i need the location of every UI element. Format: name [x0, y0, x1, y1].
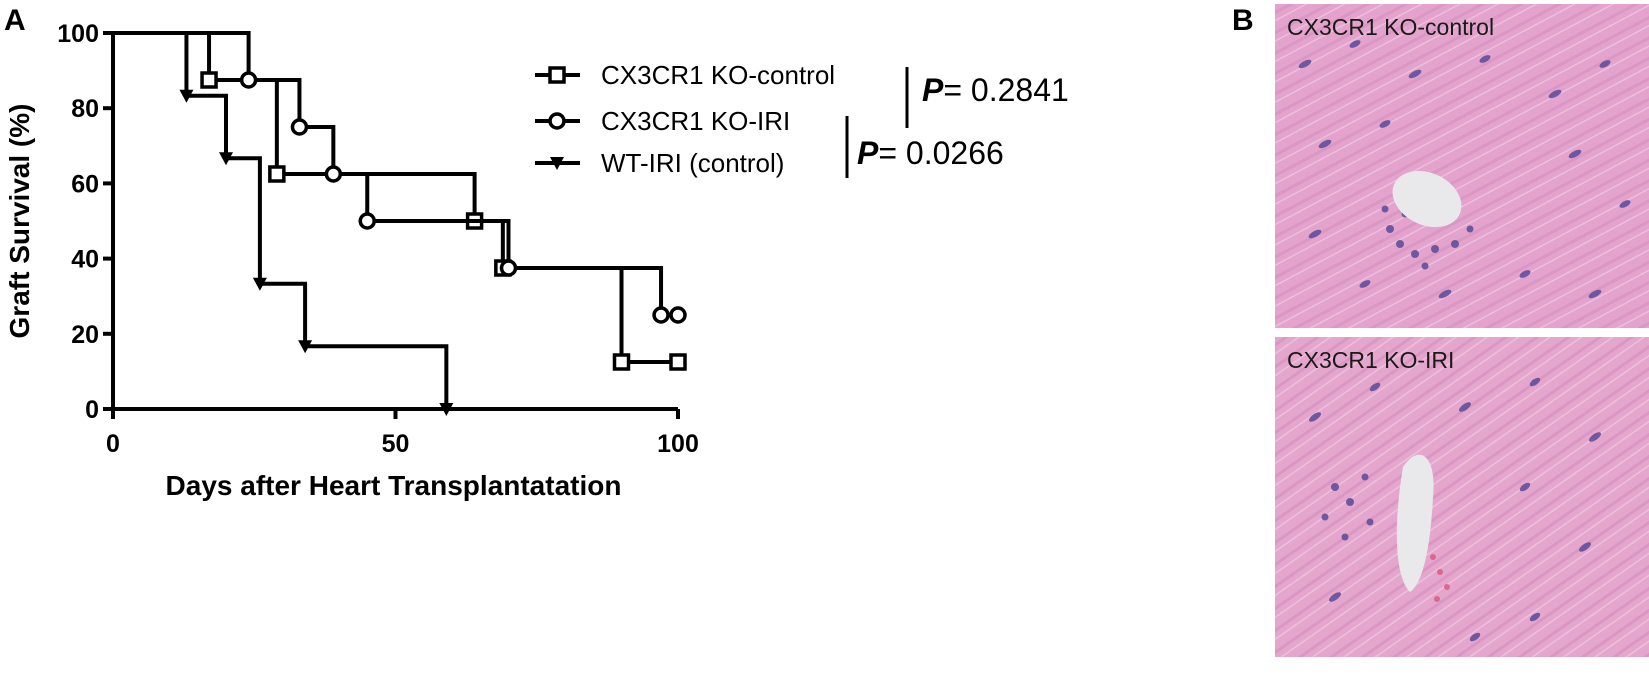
panel-letter-b: B — [1232, 4, 1254, 37]
x-tick-label: 0 — [106, 430, 120, 458]
y-tick-label: 0 — [85, 396, 99, 424]
legend-label: CX3CR1 KO-control — [601, 60, 835, 90]
data-point — [652, 306, 670, 324]
legend-label: CX3CR1 KO-IRI — [601, 106, 790, 136]
legend-marker — [548, 66, 566, 84]
data-point — [219, 152, 233, 166]
data-point — [268, 165, 286, 183]
data-point — [324, 165, 343, 183]
legend-marker — [550, 157, 564, 170]
data-point — [252, 277, 267, 291]
y-tick-label: 80 — [71, 95, 99, 123]
y-tick-label: 20 — [71, 321, 99, 349]
panel-letter-a: A — [4, 4, 26, 37]
data-point — [239, 71, 258, 89]
p-value-2: P= 0.0266 — [857, 135, 1004, 171]
data-point — [200, 71, 218, 89]
y-axis-label: Graft Survival (%) — [4, 104, 35, 339]
histology-label-control: CX3CR1 KO-control — [1287, 14, 1495, 40]
series-line — [113, 31, 678, 364]
histology-panel-iri: CX3CR1 KO-IRI — [1275, 337, 1649, 657]
x-tick-label: 50 — [382, 430, 410, 458]
x-axis-label: Days after Heart Transplantatation — [166, 470, 622, 501]
data-point — [179, 89, 194, 103]
data-point — [290, 118, 309, 136]
histology-image-control — [1275, 4, 1649, 328]
legend-marker — [548, 112, 566, 130]
data-point — [298, 340, 313, 354]
data-point — [669, 353, 687, 371]
y-tick-label: 60 — [71, 170, 99, 198]
histology-label-iri: CX3CR1 KO-IRI — [1287, 347, 1455, 373]
series-line — [113, 31, 449, 409]
data-point — [499, 259, 518, 277]
p-value-1: P= 0.2841 — [922, 72, 1069, 108]
histology-image-iri — [1275, 337, 1649, 657]
series-2 — [113, 31, 687, 324]
data-point — [612, 353, 631, 371]
legend-label: WT-IRI (control) — [601, 148, 784, 178]
p-symbol: P — [857, 135, 879, 171]
data-point — [358, 212, 376, 230]
x-tick-label: 100 — [657, 430, 699, 458]
y-tick-label: 100 — [57, 20, 99, 48]
data-point — [669, 306, 687, 324]
data-point — [439, 403, 454, 416]
p-symbol: P — [922, 72, 944, 108]
p-value-text: = 0.2841 — [943, 72, 1068, 108]
series-1 — [113, 31, 687, 371]
y-tick-label: 40 — [71, 246, 99, 274]
p-value-text: = 0.0266 — [878, 135, 1003, 171]
series-3 — [113, 31, 454, 416]
histology-panel-control: CX3CR1 KO-control — [1275, 4, 1649, 328]
